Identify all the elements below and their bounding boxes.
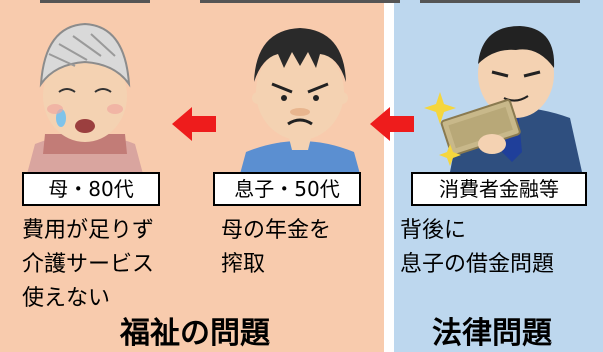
son-description-line-1: 母の年金を: [221, 218, 332, 243]
lender-description-line-2: 息子の借金問題: [400, 252, 555, 277]
lender-label: 消費者金融等: [411, 172, 587, 206]
mother-description-line-3: 使えない: [22, 286, 111, 311]
welfare-issue-heading: 福祉の問題: [120, 316, 270, 351]
son-label: 息子・50代: [213, 172, 361, 206]
legal-issue-heading: 法律問題: [432, 316, 552, 351]
arrow-left-icon: [172, 107, 216, 141]
top-text-strip: [40, 0, 580, 3]
elderly-mother-illustration: [27, 22, 143, 174]
moneylender-illustration: [424, 26, 582, 172]
mother-label: 母・80代: [22, 172, 160, 206]
son-description-line-2: 搾取: [221, 252, 266, 277]
mother-description-line-2: 介護サービス: [22, 252, 155, 277]
arrow-left-icon: [370, 107, 414, 141]
son-illustration: [240, 28, 360, 174]
lender-description-line-1: 背後に: [400, 218, 467, 243]
mother-description-line-1: 費用が足りず: [22, 218, 155, 243]
